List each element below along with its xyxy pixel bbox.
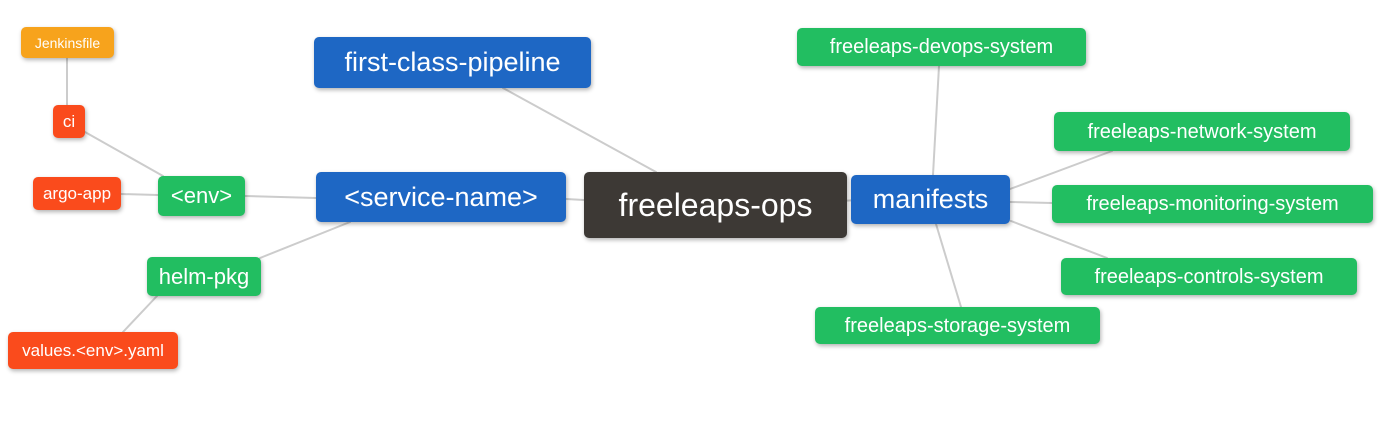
helm-pkg-node[interactable]: helm-pkg xyxy=(147,257,261,296)
freeleaps-ops-node[interactable]: freeleaps-ops xyxy=(584,172,847,238)
edge-service-name-to-freeleaps-ops xyxy=(565,198,585,201)
edge-manifests-to-freeleaps-devops-system xyxy=(932,65,940,176)
edge-argo-app-to-env xyxy=(120,193,159,196)
freeleaps-storage-system-node[interactable]: freeleaps-storage-system xyxy=(815,307,1100,344)
edge-manifests-to-freeleaps-controls-system xyxy=(1010,220,1108,259)
freeleaps-devops-system-node[interactable]: freeleaps-devops-system xyxy=(797,28,1086,66)
edge-helm-pkg-to-service-name xyxy=(259,221,351,259)
edge-manifests-to-freeleaps-storage-system xyxy=(935,223,962,308)
env-node[interactable]: <env> xyxy=(158,176,245,216)
freeleaps-controls-system-node[interactable]: freeleaps-controls-system xyxy=(1061,258,1357,295)
edge-manifests-to-freeleaps-network-system xyxy=(1009,150,1113,190)
freeleaps-monitoring-system-node[interactable]: freeleaps-monitoring-system xyxy=(1052,185,1373,223)
freeleaps-network-system-node[interactable]: freeleaps-network-system xyxy=(1054,112,1350,151)
first-class-pipeline-node[interactable]: first-class-pipeline xyxy=(314,37,591,88)
argo-app-node[interactable]: argo-app xyxy=(33,177,121,210)
edge-manifests-to-freeleaps-monitoring-system xyxy=(1009,201,1053,204)
edge-values-env-yaml-to-helm-pkg xyxy=(122,295,158,333)
edge-first-class-pipeline-to-freeleaps-ops xyxy=(502,87,657,173)
manifests-node[interactable]: manifests xyxy=(851,175,1010,224)
ci-node[interactable]: ci xyxy=(53,105,85,138)
service-name-node[interactable]: <service-name> xyxy=(316,172,566,222)
jenkinsfile-node[interactable]: Jenkinsfile xyxy=(21,27,114,58)
values-env-yaml-node[interactable]: values.<env>.yaml xyxy=(8,332,178,369)
edge-ci-to-env xyxy=(84,131,164,177)
edge-env-to-service-name xyxy=(244,195,317,199)
